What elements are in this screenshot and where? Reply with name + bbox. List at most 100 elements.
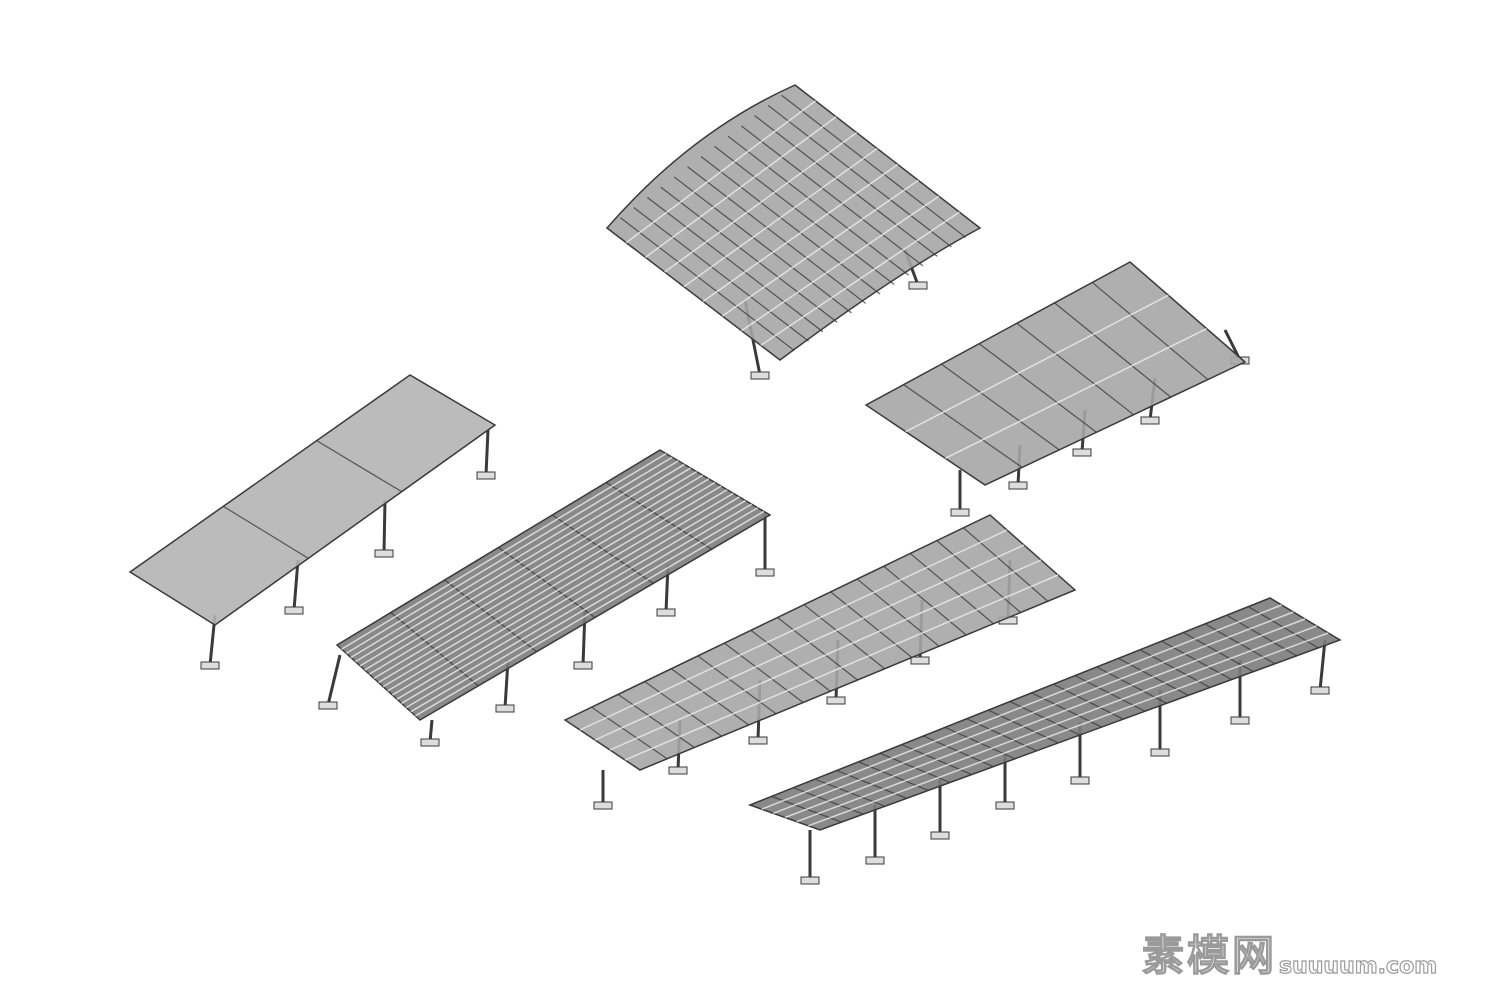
roof-rib: [620, 217, 795, 352]
roof-purlin: [341, 452, 667, 650]
post-footing: [750, 371, 770, 380]
roof-purlin: [359, 467, 691, 667]
roof-rib: [767, 104, 952, 248]
roof-panel: [605, 84, 982, 361]
post-footing: [865, 856, 885, 865]
roof-rib: [777, 617, 858, 681]
post-footing: [476, 471, 496, 480]
watermark-chinese: 素模网: [1141, 930, 1278, 980]
roof-purlin: [625, 100, 817, 244]
roof-purlin: [760, 211, 960, 346]
roof-rib: [670, 668, 750, 726]
post-footing: [656, 608, 676, 617]
roof-purlin: [905, 294, 1169, 433]
roof-purlin: [773, 611, 1294, 815]
post-footing: [1150, 748, 1170, 757]
cantilever-polycarbonate-canopy: [864, 261, 1250, 517]
post-footing: [910, 656, 930, 665]
roof-purlin: [382, 485, 722, 688]
post-footing: [1072, 448, 1092, 457]
roof-purlin: [368, 474, 704, 675]
roof-purlin: [741, 195, 940, 332]
roof-rib: [1054, 302, 1172, 398]
roof-rib: [697, 655, 777, 715]
post-footing: [995, 801, 1015, 810]
roof-purlin: [683, 147, 878, 288]
roof-rib: [740, 125, 924, 267]
roof-purlin: [664, 132, 858, 273]
long-arched-bike-shed: [563, 514, 1077, 810]
roof-purlin: [702, 163, 899, 302]
post-footing: [495, 704, 515, 713]
roof-purlin: [415, 510, 765, 717]
roof-purlin: [350, 460, 679, 659]
roof-purlin: [594, 544, 1025, 741]
post-footing: [1230, 716, 1250, 725]
roof-rib: [883, 565, 967, 636]
post-footing: [420, 738, 440, 747]
long-carport-canopy: [747, 597, 1342, 885]
curved-arch-canopy: [605, 84, 982, 380]
post-footing: [374, 549, 394, 558]
post-footing: [908, 281, 928, 290]
support-post: [428, 719, 434, 743]
roof-rib: [903, 384, 1023, 468]
roof-purlin: [761, 604, 1282, 810]
roof-purlin: [373, 478, 710, 679]
watermark: 素模网 suuuum.com: [1141, 922, 1437, 983]
roof-purlin: [796, 625, 1317, 823]
roof-rib: [673, 176, 852, 314]
roof-purlin: [391, 492, 734, 696]
post-footing: [318, 701, 338, 710]
roof-rib: [963, 527, 1049, 602]
roof-purlin: [387, 489, 728, 692]
roof-rib: [223, 505, 309, 559]
roof-rib: [803, 604, 886, 670]
support-post: [292, 559, 300, 611]
post-footing: [200, 661, 220, 670]
roof-purlin: [579, 529, 1008, 731]
post-footing: [573, 661, 593, 670]
post-footing: [800, 876, 820, 885]
roof-purlin: [364, 471, 698, 671]
long-ribbed-shed-canopy: [318, 449, 775, 747]
roof-purlin: [378, 481, 716, 684]
support-post: [382, 499, 387, 554]
roof-purlin: [355, 463, 685, 663]
post-footing: [1070, 776, 1090, 785]
roof-rib: [646, 196, 824, 333]
roof-panel: [864, 261, 1247, 486]
roof-rib: [781, 94, 967, 238]
post-footing: [1140, 416, 1160, 425]
roof-purlin: [401, 499, 746, 704]
roof-rib: [830, 591, 913, 658]
post-footing: [668, 766, 688, 775]
roof-purlin: [609, 559, 1042, 751]
post-footing: [950, 508, 970, 517]
support-post: [1318, 639, 1327, 691]
post-footing: [1310, 686, 1330, 695]
roof-rib: [1091, 281, 1209, 381]
roof-purlin: [410, 507, 759, 713]
roof-rib: [754, 115, 938, 257]
support-post: [484, 429, 490, 476]
roof-purlin: [345, 456, 673, 654]
roof-rib: [316, 440, 402, 493]
support-post: [326, 654, 342, 706]
roof-purlin: [721, 179, 919, 317]
roof-rib: [617, 693, 695, 748]
roof-rib: [591, 706, 668, 760]
post-footing: [284, 606, 304, 615]
roof-purlin: [784, 618, 1306, 819]
roof-rib: [633, 207, 809, 342]
roof-panel: [563, 514, 1077, 771]
roof-rib: [714, 145, 895, 286]
post-footing: [755, 568, 775, 577]
roof-purlin: [405, 503, 753, 709]
roof-rib: [909, 552, 994, 625]
post-footing: [1008, 481, 1028, 490]
roof-rib: [936, 540, 1022, 613]
roof-rib: [941, 363, 1060, 451]
